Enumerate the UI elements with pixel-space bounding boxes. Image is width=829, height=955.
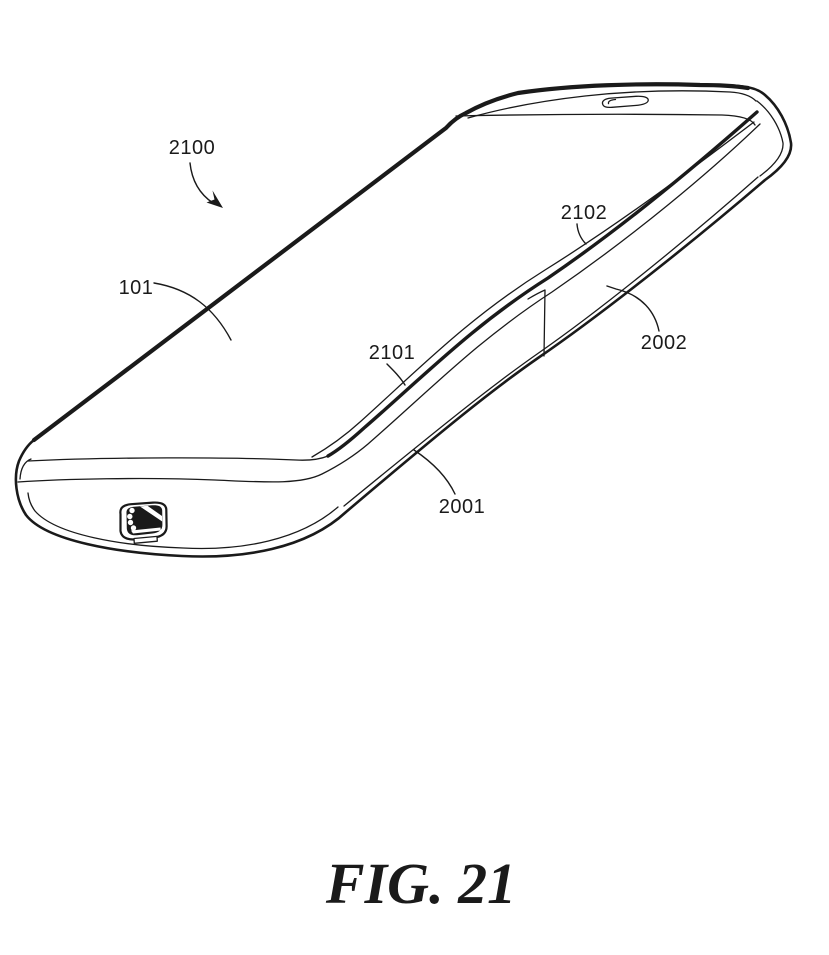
earpiece-speaker-icon (601, 95, 649, 109)
leader-101 (153, 282, 232, 341)
leader-2001 (413, 449, 456, 495)
leader-arrow-2100 (189, 162, 223, 208)
leader-2101 (386, 363, 406, 386)
leader-2102 (576, 223, 587, 245)
phone-assembly (14, 82, 793, 558)
leader-2002 (606, 285, 660, 332)
ref-label-2002: 2002 (641, 332, 688, 354)
glass-top-lip-line (467, 90, 757, 119)
ref-label-2100: 2100 (169, 137, 216, 159)
reference-numerals: 2100 101 2101 2102 2002 2001 (119, 137, 688, 518)
case-seam-line (527, 289, 546, 357)
reference-leaders (153, 162, 660, 495)
screen-bezel-line (455, 113, 756, 126)
ref-label-2001: 2001 (439, 496, 486, 518)
ref-label-2101: 2101 (369, 342, 416, 364)
arrowhead-2100 (206, 190, 223, 208)
figure-caption: FIG. 21 (325, 851, 516, 916)
case-end-cap-line (756, 100, 784, 177)
case-lip-line (17, 123, 761, 483)
case-side-inner-line (343, 176, 759, 507)
glass-edge-thick-line (326, 110, 759, 458)
ref-label-2102: 2102 (561, 202, 608, 224)
glass-corner-arc (19, 458, 32, 480)
phone-case-outline (14, 83, 793, 558)
usb-port (119, 501, 168, 544)
glass-bottom-edge-line (27, 455, 329, 462)
case-bottom-inner-line (27, 492, 339, 550)
ref-label-101: 101 (119, 277, 154, 299)
